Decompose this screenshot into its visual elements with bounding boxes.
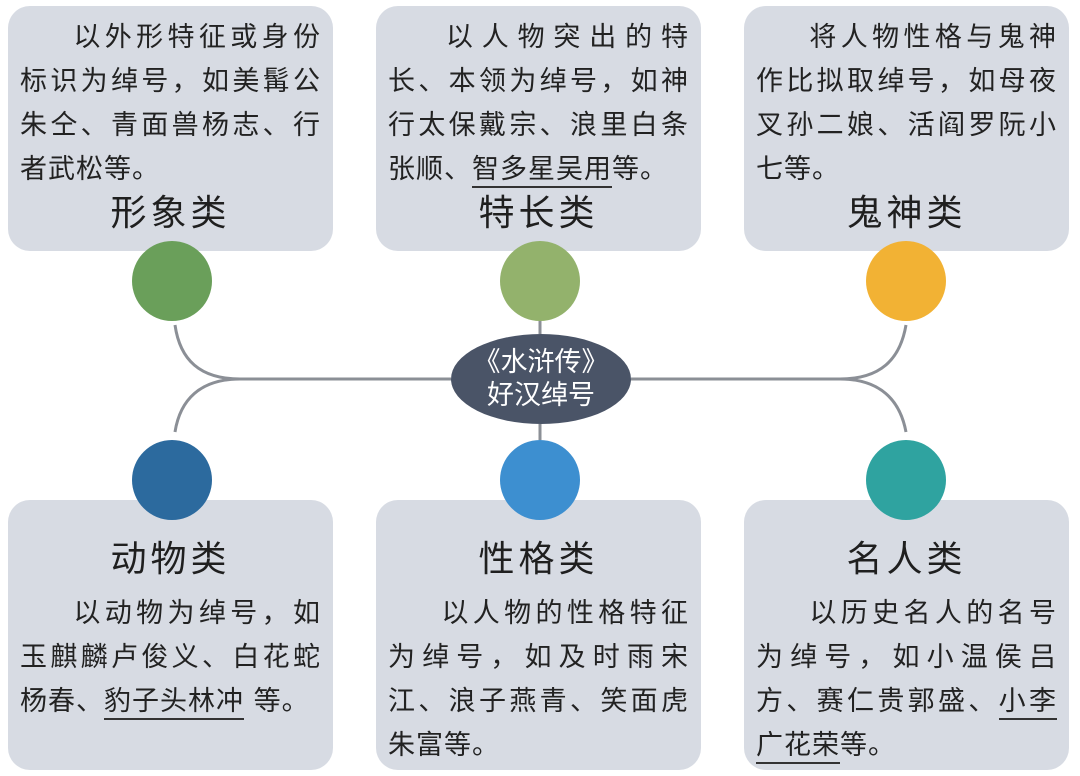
card-description: 以历史名人的名号为绰号，如小温侯吕方、赛仁贵郭盛、小李广花荣等。 [756, 592, 1058, 768]
card-appearance: 以外形特征或身份标识为绰号，如美髯公朱仝、青面兽杨志、行者武松等。 形象类 [8, 6, 333, 251]
dot-famous-person [866, 440, 946, 520]
card-description: 将人物性格与鬼神作比拟取绰号，如母夜叉孙二娘、活阎罗阮小七等。 [756, 22, 1057, 185]
center-line-2: 好汉绰号 [487, 380, 595, 411]
dot-specialty [500, 241, 580, 321]
card-title: 性格类 [478, 539, 599, 580]
card-description: 以动物为绰号，如玉麒麟卢俊义、白花蛇杨春、豹子头林冲 等。 [20, 592, 321, 724]
card-specialty: 以人物突出的特长、本领为绰号，如神行太保戴宗、浪里白条张顺、智多星吴用等。 特长… [376, 6, 701, 251]
underlined-text: 豹子头林冲 [104, 686, 244, 720]
center-line-1: 《水浒传》 [473, 347, 609, 378]
card-famous-person: 名人类 以历史名人的名号为绰号，如小温侯吕方、赛仁贵郭盛、小李广花荣等。 [744, 500, 1069, 770]
dot-personality [500, 440, 580, 520]
card-description: 以人物的性格特征为绰号，如及时雨宋江、浪子燕青、笑面虎朱富等。 [388, 598, 689, 761]
underlined-text: 小李广花荣 [756, 686, 1058, 764]
card-ghost-deity: 将人物性格与鬼神作比拟取绰号，如母夜叉孙二娘、活阎罗阮小七等。 鬼神类 [744, 6, 1069, 251]
card-title: 动物类 [110, 539, 231, 580]
dot-animal [132, 440, 212, 520]
dot-appearance [132, 241, 212, 321]
dot-ghost-deity [866, 241, 946, 321]
card-title: 形象类 [110, 193, 231, 234]
card-animal: 动物类 以动物为绰号，如玉麒麟卢俊义、白花蛇杨春、豹子头林冲 等。 [8, 500, 333, 770]
center-topic: 《水浒传》 好汉绰号 [451, 334, 631, 424]
card-title: 名人类 [846, 539, 967, 580]
card-description: 以人物突出的特长、本领为绰号，如神行太保戴宗、浪里白条张顺、智多星吴用等。 [388, 16, 689, 192]
card-title: 特长类 [478, 193, 599, 234]
card-title: 鬼神类 [846, 193, 967, 234]
card-personality: 性格类 以人物的性格特征为绰号，如及时雨宋江、浪子燕青、笑面虎朱富等。 [376, 500, 701, 770]
card-description: 以外形特征或身份标识为绰号，如美髯公朱仝、青面兽杨志、行者武松等。 [20, 22, 321, 185]
underlined-text: 智多星吴用 [472, 154, 612, 188]
